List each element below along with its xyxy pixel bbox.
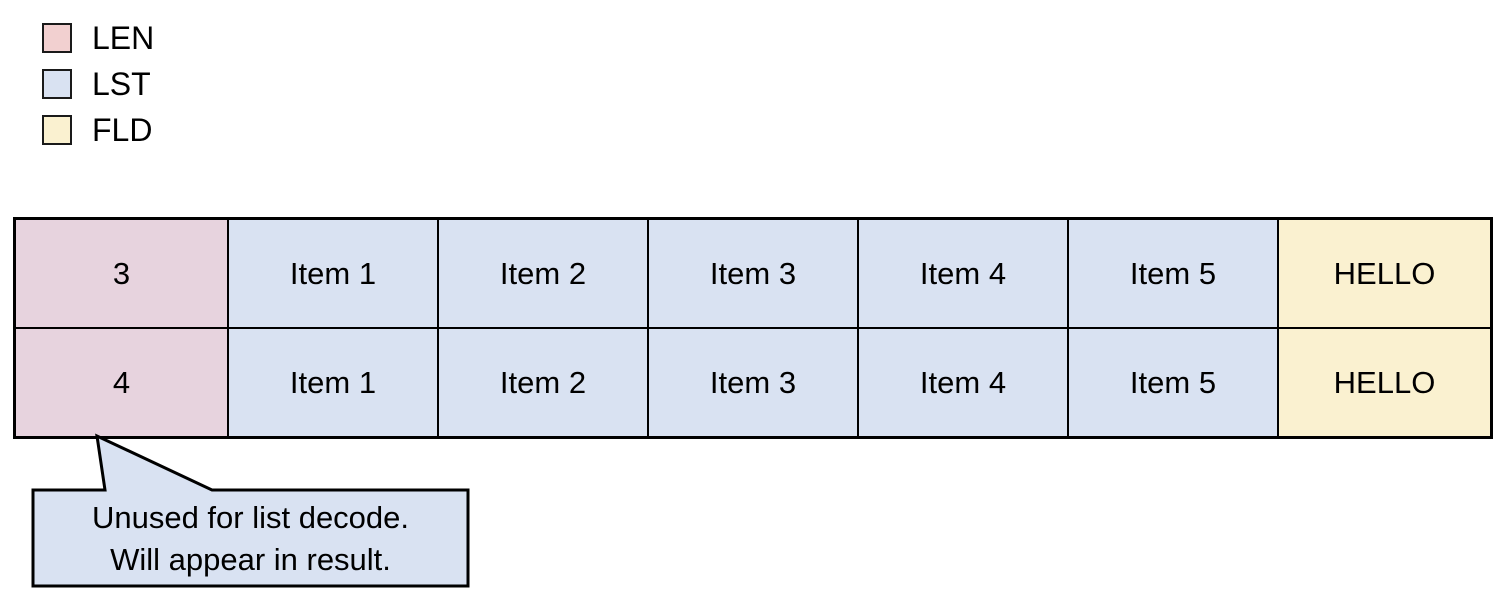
list-item-cell: Item 3 <box>649 329 859 436</box>
list-item-cell: Item 5 <box>1069 220 1279 327</box>
len-cell: 4 <box>16 329 229 436</box>
lst-color-swatch <box>42 69 72 99</box>
list-item-cell: Item 4 <box>859 220 1069 327</box>
list-item-cell: Item 5 <box>1069 329 1279 436</box>
legend: LEN LST FLD <box>42 15 154 153</box>
len-cell: 3 <box>16 220 229 327</box>
callout-note-line1: Unused for list decode. <box>91 499 410 535</box>
callout-bubble-shape <box>31 433 470 588</box>
legend-item-lst: LST <box>42 61 154 107</box>
table-row: 3 Item 1 Item 2 Item 3 Item 4 Item 5 HEL… <box>16 220 1490 327</box>
encoded-list-table: 3 Item 1 Item 2 Item 3 Item 4 Item 5 HEL… <box>13 217 1493 439</box>
callout-note-line2: Will appear in result. <box>110 541 391 577</box>
len-color-swatch <box>42 23 72 53</box>
legend-item-len: LEN <box>42 15 154 61</box>
list-item-cell: Item 2 <box>439 329 649 436</box>
list-item-cell: Item 1 <box>229 220 439 327</box>
list-item-cell: Item 1 <box>229 329 439 436</box>
list-item-cell: Item 3 <box>649 220 859 327</box>
list-item-cell: Item 4 <box>859 329 1069 436</box>
legend-label-len: LEN <box>92 20 155 56</box>
table-row: 4 Item 1 Item 2 Item 3 Item 4 Item 5 HEL… <box>16 327 1490 436</box>
legend-label-fld: FLD <box>92 112 153 148</box>
legend-item-fld: FLD <box>42 107 154 153</box>
legend-label-lst: LST <box>92 66 151 102</box>
callout-polygon <box>31 433 470 588</box>
fld-color-swatch <box>42 115 72 145</box>
field-cell: HELLO <box>1279 329 1490 436</box>
list-item-cell: Item 2 <box>439 220 649 327</box>
field-cell: HELLO <box>1279 220 1490 327</box>
callout-note: Unused for list decode. Will appear in r… <box>33 491 468 586</box>
